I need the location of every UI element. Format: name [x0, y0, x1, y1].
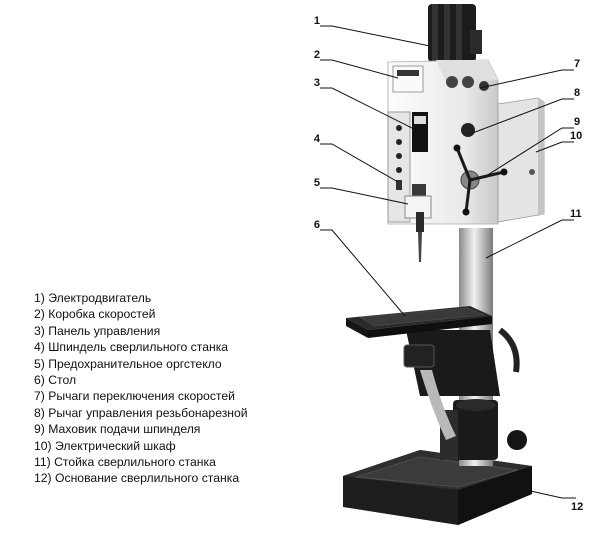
- legend-item: 12) Основание сверлильного станка: [34, 471, 240, 486]
- callout-1: 1: [314, 15, 320, 27]
- callout-3: 3: [314, 77, 320, 89]
- callout-7: 7: [574, 58, 580, 70]
- feed-handwheel: [453, 144, 508, 216]
- machine-base: [343, 450, 532, 525]
- callout-12: 12: [571, 501, 583, 513]
- legend-item: 5) Предохранительное оргстекло: [34, 356, 222, 371]
- legend-item: 10) Электрический шкаф: [34, 438, 176, 453]
- legend-item: 4) Шпиндель сверлильного станка: [34, 340, 229, 355]
- callout-9: 9: [574, 116, 580, 128]
- spindle-assembly: [404, 184, 432, 262]
- callout-5: 5: [314, 177, 320, 189]
- callout-11: 11: [570, 208, 582, 220]
- callout-8: 8: [574, 87, 580, 99]
- legend-item: 9) Маховик подачи шпинделя: [34, 422, 201, 437]
- motor: [428, 4, 482, 62]
- callout-6: 6: [314, 219, 320, 231]
- callout-leaders: [320, 25, 576, 499]
- legend-item: 1) Электродвигатель: [34, 291, 152, 305]
- legend-item: 3) Панель управления: [34, 323, 161, 338]
- electrical-cabinet: [497, 97, 545, 223]
- callout-4: 4: [314, 133, 321, 145]
- parts-legend: 1) Электродвигатель 2) Коробка скоростей…: [34, 290, 248, 487]
- legend-item: 2) Коробка скоростей: [34, 307, 156, 322]
- legend-item: 7) Рычаги переключения скоростей: [34, 389, 235, 404]
- callout-10: 10: [570, 130, 582, 142]
- legend-item: 6) Стол: [34, 373, 77, 388]
- callout-2: 2: [314, 49, 320, 61]
- legend-item: 8) Рычаг управления резьбонарезной: [34, 405, 248, 420]
- machine-table: [346, 306, 520, 440]
- legend-item: 11) Стойка сверлильного станка: [34, 455, 216, 470]
